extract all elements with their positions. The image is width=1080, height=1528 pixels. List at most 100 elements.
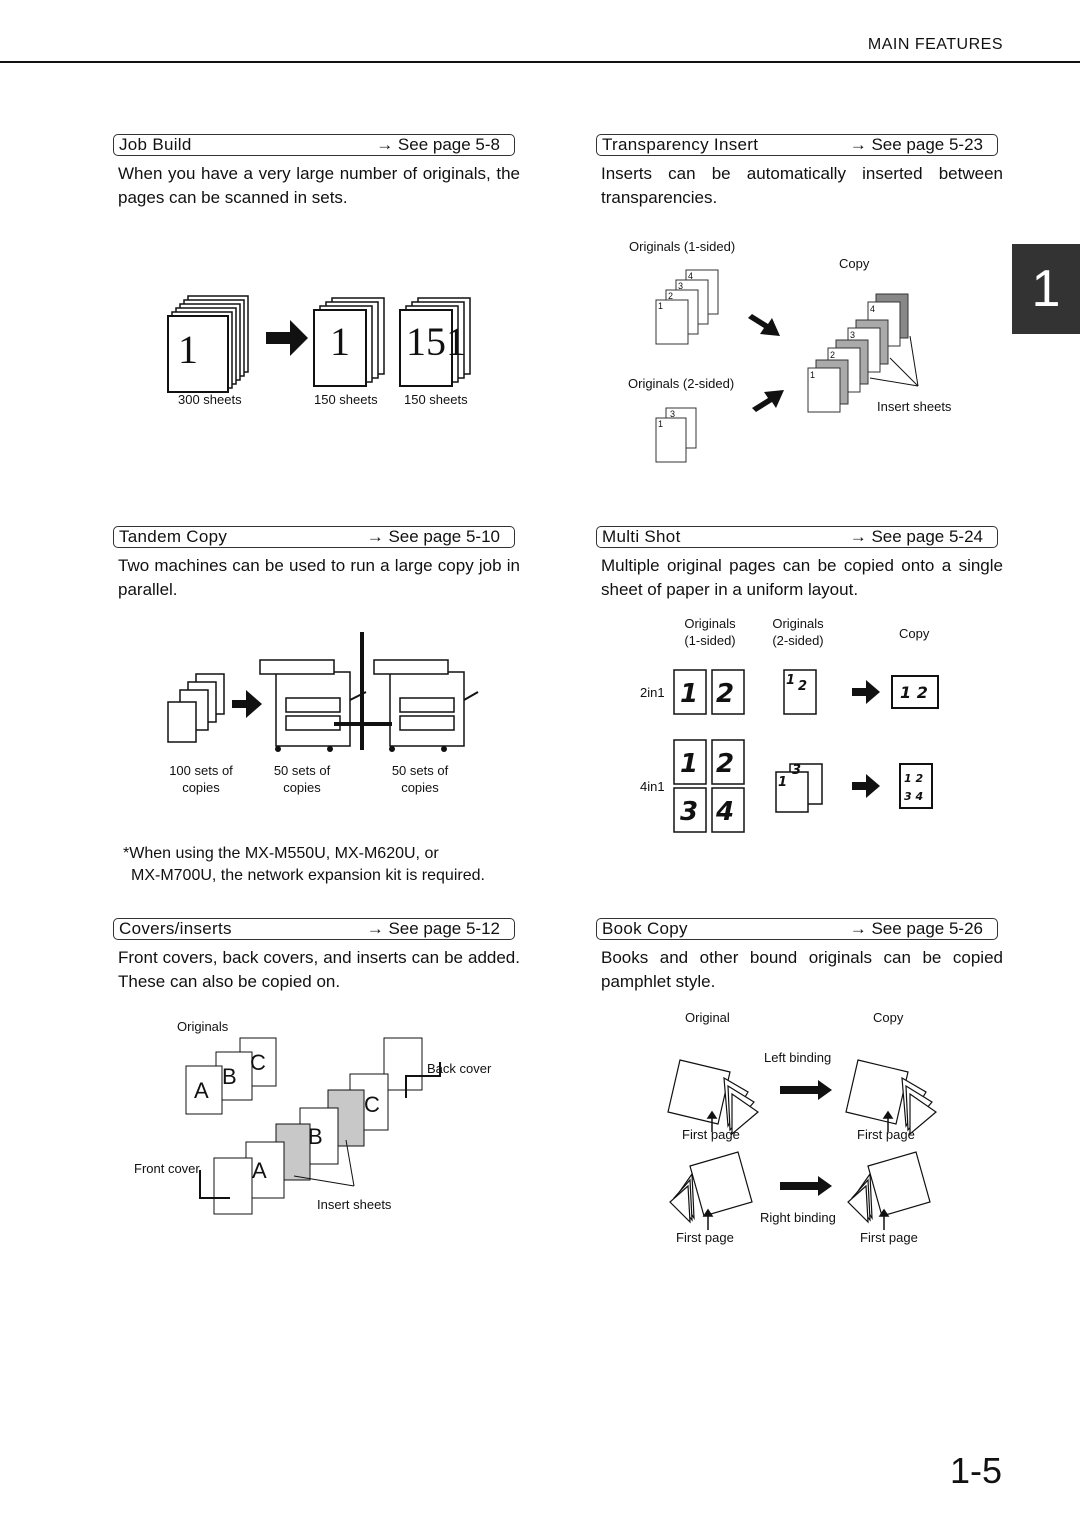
caption: Insert sheets: [877, 399, 952, 414]
svg-text:1: 1: [680, 679, 698, 709]
caption: Copy: [873, 1010, 904, 1025]
caption: Originals (1-sided): [629, 239, 736, 254]
tandem-copy-illustration: [167, 632, 479, 752]
sheet-number: 151: [406, 319, 466, 364]
svg-text:A: A: [194, 1078, 209, 1103]
svg-text:3: 3: [850, 330, 855, 340]
caption: 300 sheets: [178, 392, 242, 407]
svg-text:1: 1: [680, 749, 698, 779]
svg-text:1 2: 1 2: [900, 683, 928, 702]
svg-text:3: 3: [670, 409, 675, 419]
svg-text:2: 2: [830, 350, 835, 360]
section-body-multi-shot: Multiple original pages can be copied on…: [601, 556, 1003, 599]
caption: Originals (1-sided): [672, 615, 748, 649]
section-title: Tandem Copy: [119, 527, 228, 546]
svg-text:3 4: 3 4: [904, 790, 923, 803]
svg-text:1: 1: [778, 775, 787, 790]
sheet-number: 1: [178, 327, 198, 372]
section-body-transparency-insert: Inserts can be automatically inserted be…: [601, 164, 1003, 207]
caption: 50 sets of copies: [262, 762, 342, 796]
caption: 150 sheets: [314, 392, 378, 407]
svg-text:1 2: 1 2: [904, 772, 923, 785]
caption: First page: [682, 1127, 740, 1142]
caption-line: 50 sets of: [273, 763, 331, 778]
section-body-covers-inserts: Front covers, back covers, and inserts c…: [118, 948, 520, 991]
section-body-book-copy: Books and other bound originals can be c…: [601, 948, 1003, 991]
section-heading-covers-inserts: Covers/inserts → See page 5-12: [113, 918, 515, 940]
section-heading-job-build: Job Build → See page 5-8: [113, 134, 515, 156]
caption-line: 50 sets of: [391, 763, 449, 778]
section-title: Book Copy: [602, 919, 688, 938]
svg-text:C: C: [250, 1050, 266, 1075]
svg-text:A: A: [252, 1158, 267, 1183]
section-body-job-build: When you have a very large number of ori…: [118, 164, 520, 207]
caption-line: copies: [182, 780, 220, 795]
caption: 50 sets of copies: [380, 762, 460, 796]
caption: Copy: [839, 256, 870, 271]
caption: Originals (2-sided): [760, 615, 836, 649]
caption: Insert sheets: [317, 1197, 392, 1212]
svg-text:2: 2: [668, 291, 673, 301]
svg-text:C: C: [364, 1092, 380, 1117]
see-page-ref: → See page 5-26: [849, 919, 983, 938]
caption-line: (2-sided): [772, 633, 824, 648]
section-title: Multi Shot: [602, 527, 681, 546]
caption: First page: [860, 1230, 918, 1245]
svg-text:1: 1: [786, 673, 795, 688]
svg-text:3: 3: [680, 797, 698, 827]
svg-text:3: 3: [792, 763, 801, 778]
caption: Left binding: [764, 1050, 832, 1065]
see-page-ref: → See page 5-10: [366, 527, 500, 546]
caption: First page: [857, 1127, 915, 1142]
see-page-ref: → See page 5-12: [366, 919, 500, 938]
svg-text:2: 2: [716, 749, 734, 779]
svg-text:3: 3: [678, 281, 683, 291]
sheet-number: 1: [330, 319, 350, 364]
caption: Right binding: [760, 1210, 836, 1225]
caption: Copy: [899, 626, 930, 641]
section-heading-tandem-copy: Tandem Copy → See page 5-10: [113, 526, 515, 548]
caption: Front cover: [134, 1161, 200, 1176]
caption: Back cover: [427, 1061, 492, 1076]
caption-line: copies: [283, 780, 321, 795]
caption: Original: [685, 1010, 730, 1025]
svg-text:1: 1: [658, 419, 663, 429]
svg-text:B: B: [308, 1124, 323, 1149]
running-header: MAIN FEATURES: [867, 36, 1003, 53]
section-heading-multi-shot: Multi Shot → See page 5-24: [596, 526, 998, 548]
see-page-ref: → See page 5-24: [849, 527, 983, 546]
caption-line: Originals: [772, 616, 824, 631]
footnote: MX-M700U, the network expansion kit is r…: [131, 867, 485, 884]
caption: 2in1: [640, 685, 665, 700]
caption-line: copies: [401, 780, 439, 795]
svg-text:4: 4: [870, 304, 875, 314]
svg-text:2: 2: [716, 679, 734, 709]
chapter-tab: 1: [1012, 244, 1080, 334]
section-heading-transparency-insert: Transparency Insert → See page 5-23: [596, 134, 998, 156]
caption: 150 sheets: [404, 392, 468, 407]
caption-line: (1-sided): [684, 633, 736, 648]
see-page-ref: → See page 5-8: [376, 135, 500, 154]
svg-text:1: 1: [658, 301, 663, 311]
footnote: *When using the MX-M550U, MX-M620U, or: [123, 845, 439, 862]
section-title: Job Build: [119, 135, 192, 154]
svg-text:B: B: [222, 1064, 237, 1089]
caption-line: Originals: [684, 616, 736, 631]
section-heading-book-copy: Book Copy → See page 5-26: [596, 918, 998, 940]
book-copy-illustration: [667, 1059, 937, 1230]
caption: 100 sets of copies: [158, 762, 244, 796]
caption: First page: [676, 1230, 734, 1245]
see-page-ref: → See page 5-23: [849, 135, 983, 154]
caption: Originals (2-sided): [628, 376, 735, 391]
caption: Originals: [177, 1019, 229, 1034]
svg-text:2: 2: [798, 679, 807, 694]
svg-text:1: 1: [810, 370, 815, 380]
section-title: Covers/inserts: [119, 919, 232, 938]
svg-text:4: 4: [715, 797, 734, 827]
caption: 4in1: [640, 779, 665, 794]
covers-illustration: CBA CBA: [185, 1037, 441, 1215]
header-rule: [0, 61, 1080, 63]
job-build-illustration: [167, 295, 471, 393]
